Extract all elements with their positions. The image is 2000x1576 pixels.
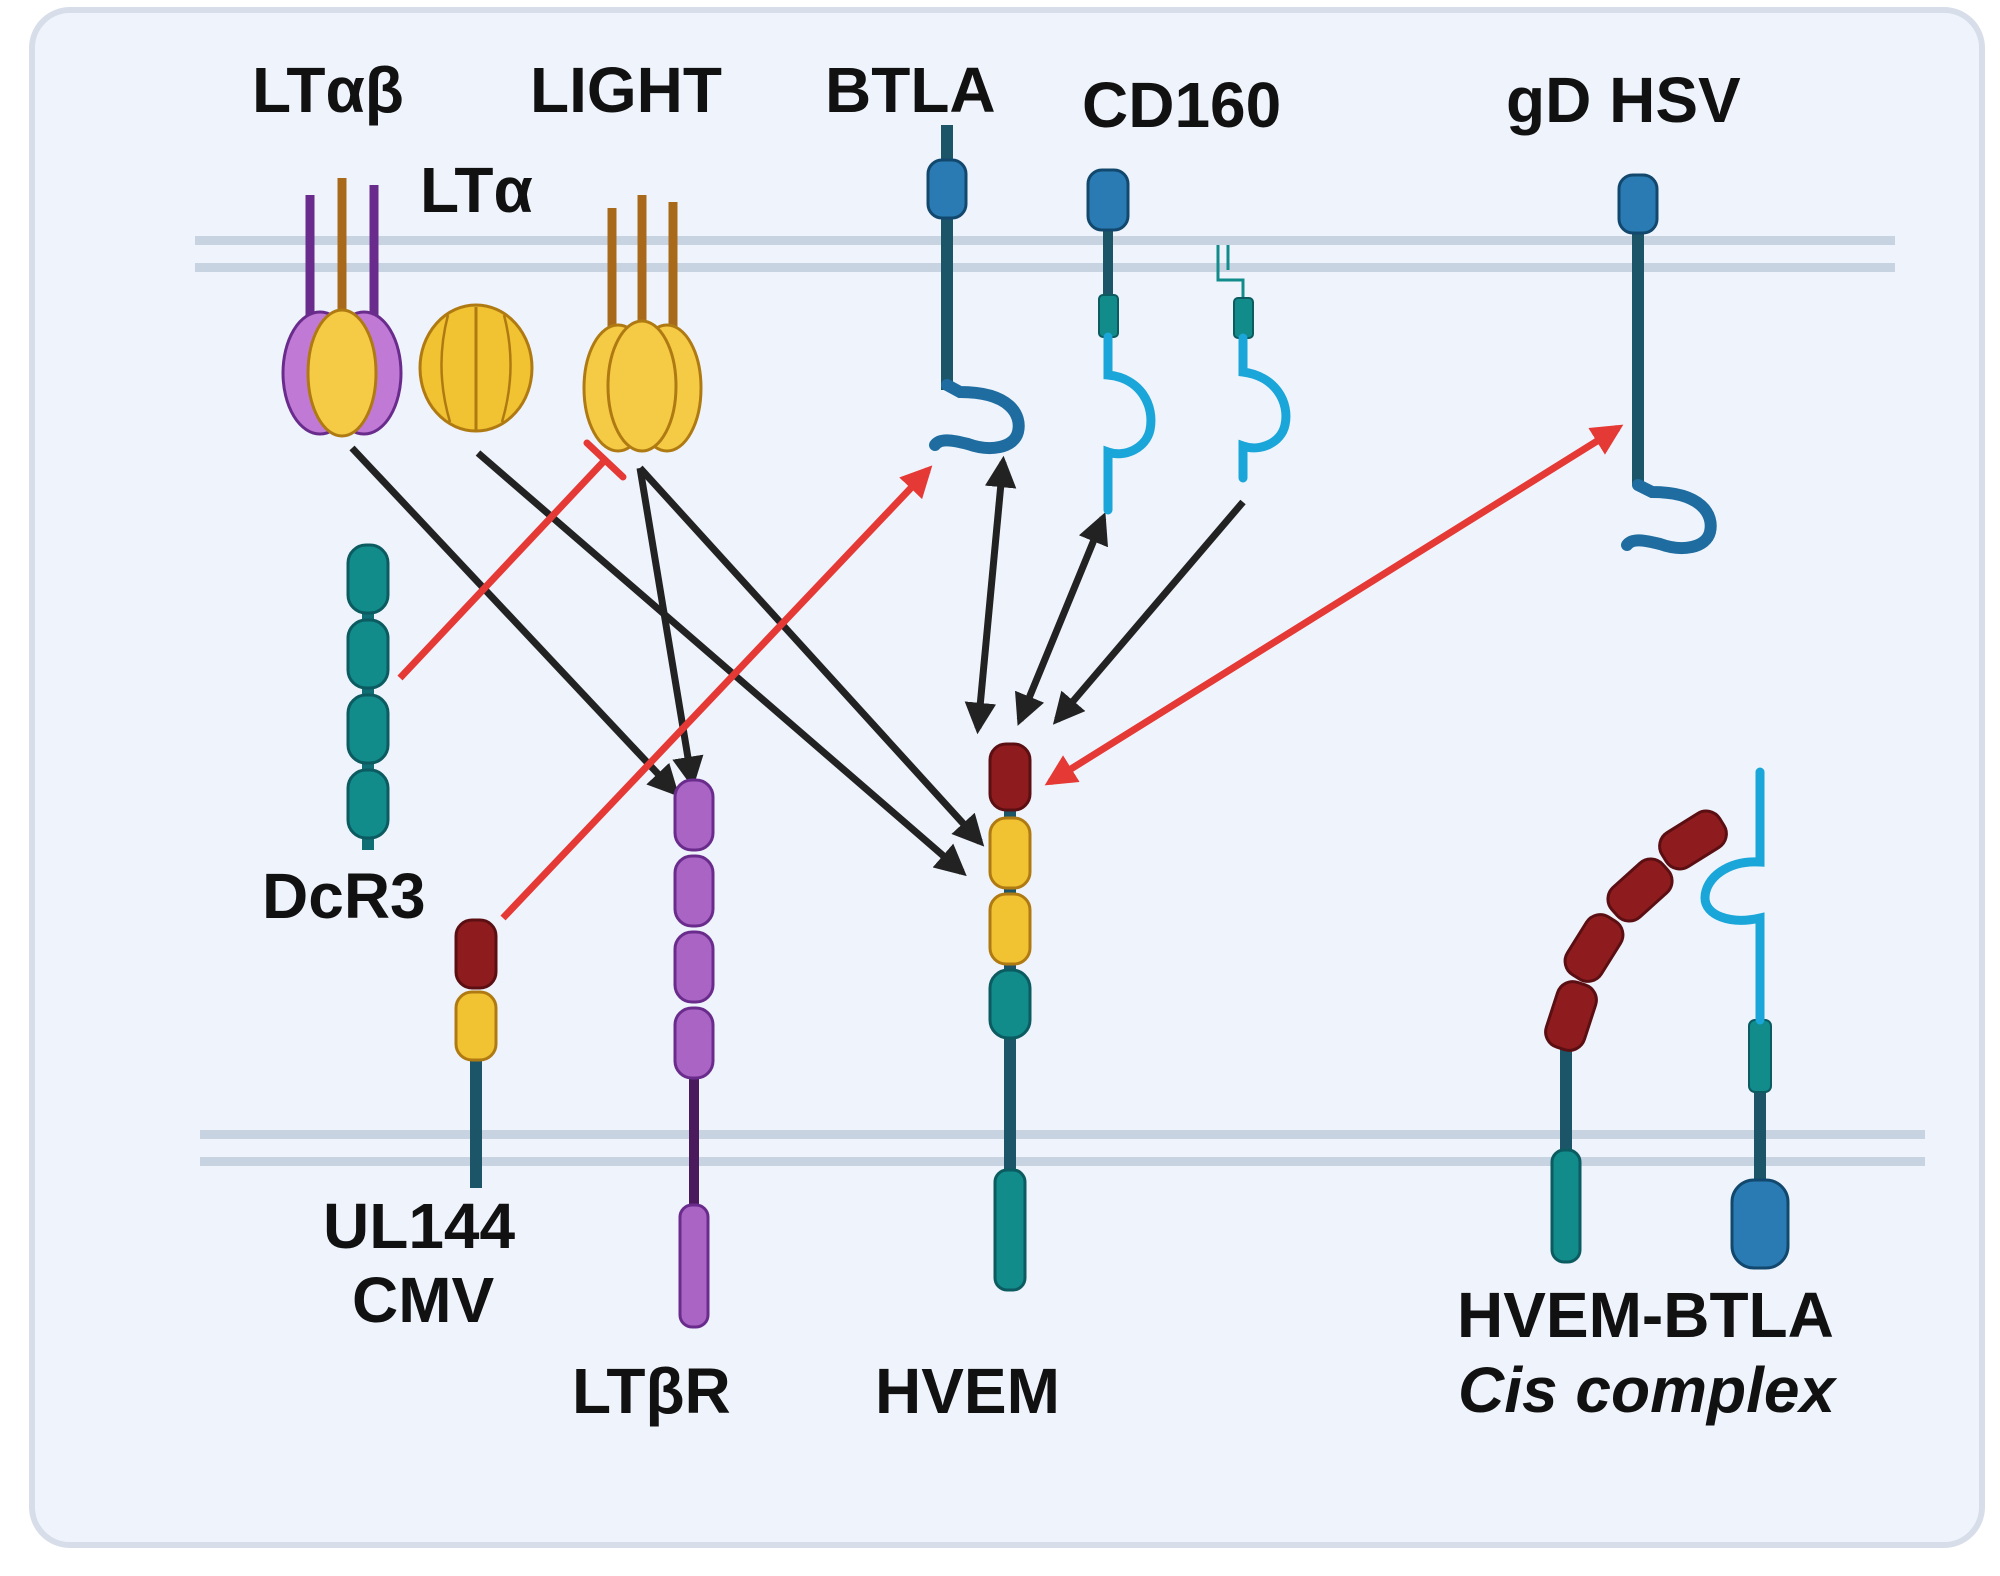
label-ltbr: LTβR — [572, 1355, 731, 1427]
hvem-btla-cis-complex — [1544, 767, 1790, 1270]
ltab-trimer — [281, 178, 403, 438]
label-lt-ab: LTαβ — [252, 54, 404, 126]
arrow-btla-hvem — [964, 455, 1017, 735]
arrow-gdhsv-hvem — [1044, 424, 1624, 786]
inhibition-bar — [583, 439, 627, 481]
btla-receptor — [926, 125, 1025, 454]
arrow-ltab-to-ltbr — [349, 445, 680, 797]
gd-hsv — [1617, 173, 1717, 554]
label-gd-hsv: gD HSV — [1506, 64, 1741, 136]
light-trimer — [582, 195, 703, 453]
lower-membrane — [200, 1130, 1925, 1166]
arrow-ul144-to-btla — [500, 465, 933, 921]
label-hvem: HVEM — [875, 1355, 1060, 1427]
label-cd160: CD160 — [1082, 69, 1281, 141]
label-btla: BTLA — [825, 54, 996, 126]
inhibition-dcr3-light — [397, 457, 608, 681]
arrow-lta-to-hvem — [475, 450, 967, 877]
label-cis-title: HVEM-BTLA — [1457, 1279, 1834, 1351]
label-ul144: UL144 — [323, 1190, 516, 1262]
label-lt-a: LTα — [420, 154, 533, 226]
arrow-light-to-hvem — [637, 465, 985, 847]
cd160-gpi-receptor — [1216, 245, 1291, 483]
ltbr-receptor — [673, 778, 715, 1329]
cd160-receptor — [1086, 168, 1156, 515]
label-dcr3: DcR3 — [262, 860, 426, 932]
upper-membrane — [195, 236, 1895, 272]
interaction-arrows — [349, 424, 1624, 921]
label-light: LIGHT — [530, 54, 722, 126]
ul144-cmv — [454, 918, 498, 1188]
label-cis-subtitle: Cis complex — [1458, 1354, 1837, 1426]
dcr3-receptor — [346, 543, 390, 850]
lta-trimer — [418, 303, 534, 433]
hvem-receptor — [988, 742, 1032, 1292]
label-cmv: CMV — [352, 1264, 495, 1336]
